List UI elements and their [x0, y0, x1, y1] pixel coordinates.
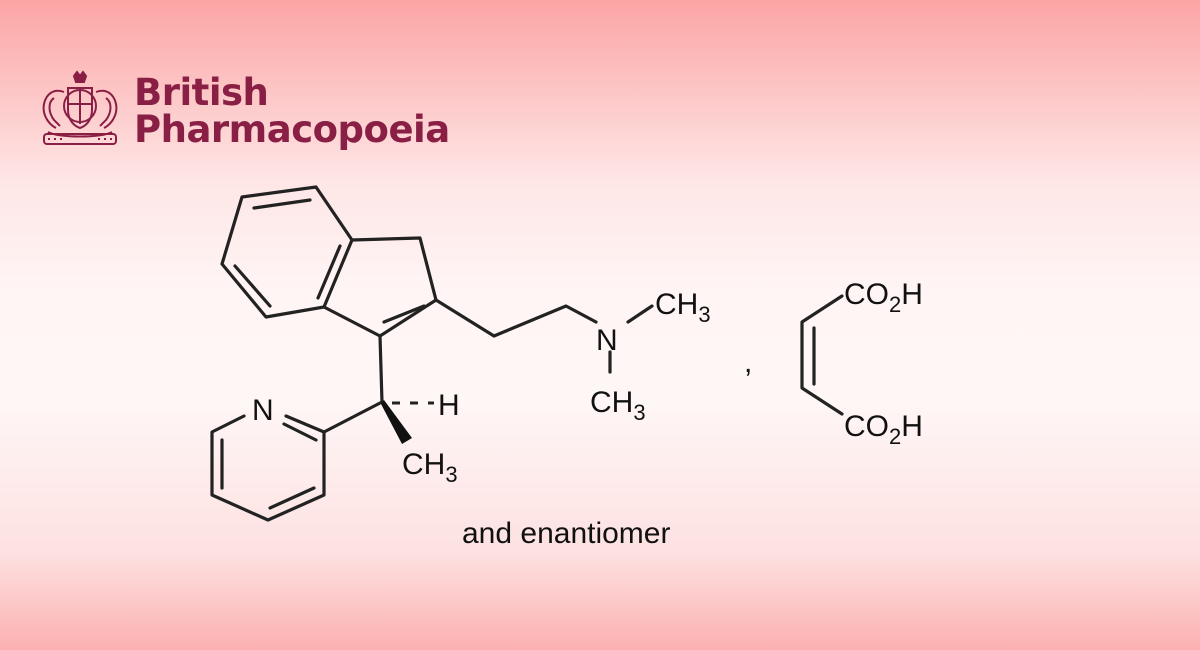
- caption-and-enantiomer: and enantiomer: [462, 517, 670, 550]
- amine-ch3-upper-main: CH: [655, 288, 698, 321]
- co2h-upper-h: H: [901, 278, 923, 311]
- wedge-ch3-label: CH3: [402, 448, 458, 487]
- maleic-acid: [800, 294, 844, 416]
- co2h-upper-label: CO2H: [844, 278, 923, 317]
- co2h-lower-co: CO: [844, 410, 889, 443]
- wedge-ch3-main: CH: [402, 448, 445, 481]
- amine-ch3-lower-label: CH3: [590, 386, 646, 425]
- wedge-ch3-sub: 3: [445, 462, 457, 487]
- amine-ch3-upper-label: CH3: [655, 288, 711, 327]
- amine-n-label: N: [596, 324, 618, 357]
- salt-separator: ,: [744, 346, 752, 379]
- amine-ch3-upper-sub: 3: [698, 302, 710, 327]
- co2h-lower-sub: 2: [889, 424, 901, 449]
- brand-line-2: Pharmacopoeia: [134, 108, 450, 151]
- amine-ch3-lower-main: CH: [590, 386, 633, 419]
- pyridine-n-label: N: [252, 394, 274, 427]
- indene-five-ring: [322, 236, 438, 338]
- amine-ch3-lower-sub: 3: [633, 400, 645, 425]
- brand-name: British Pharmacopoeia: [134, 74, 450, 148]
- brand-line-1: British: [134, 71, 269, 114]
- brand-logo: British Pharmacopoeia: [34, 70, 450, 152]
- bond-n-methyl-up: [626, 304, 654, 324]
- benzene-ring: [220, 185, 354, 319]
- bond-ring-to-stereocenter: [378, 334, 384, 404]
- bond-stereocenter-to-pyridine: [322, 400, 384, 434]
- royal-coat-of-arms-icon: [42, 70, 118, 145]
- co2h-upper-co: CO: [844, 278, 889, 311]
- stereo-h-label: H: [438, 389, 460, 422]
- co2h-upper-sub: 2: [889, 292, 901, 317]
- co2h-lower-h: H: [901, 410, 923, 443]
- co2h-lower-label: CO2H: [844, 410, 923, 449]
- pyridine-ring: [210, 414, 326, 522]
- ethyl-chain: [434, 298, 598, 338]
- wedge-bond-ch3: [381, 400, 412, 444]
